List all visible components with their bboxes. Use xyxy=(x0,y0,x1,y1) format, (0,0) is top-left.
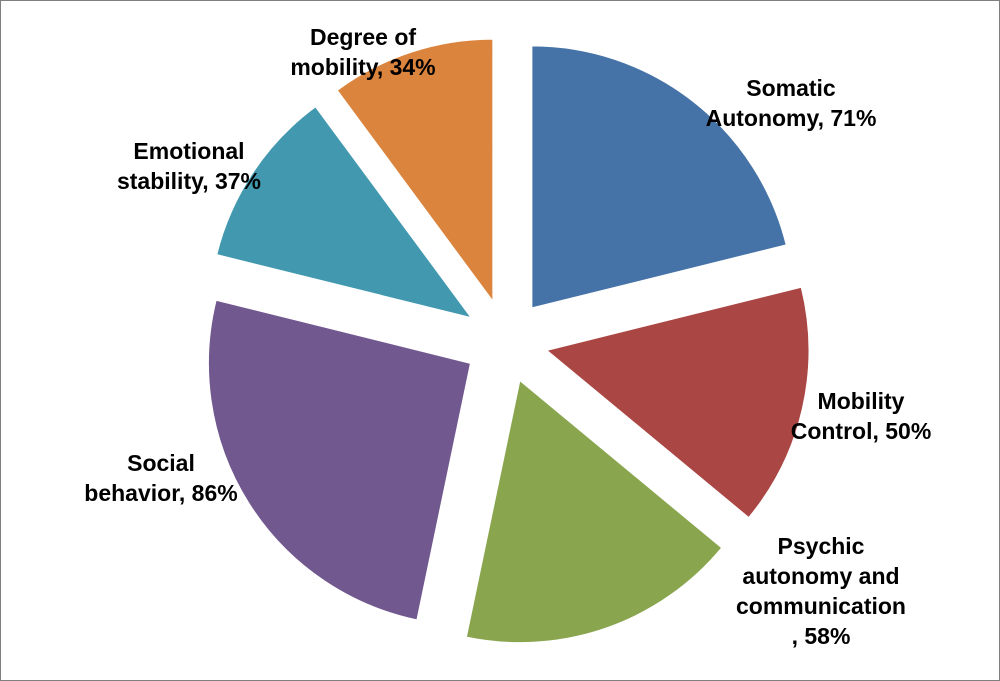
slice-label-line: behavior, 86% xyxy=(84,480,237,506)
slice-label: Psychic autonomy and communication , 58% xyxy=(736,533,906,649)
slice-label-line: Social xyxy=(127,450,195,476)
pie-slice-somatic-autonomy xyxy=(531,45,787,309)
pie-slice-degree-of-mobility xyxy=(336,38,494,303)
slice-label-line: Psychic xyxy=(778,533,865,559)
slice-label: Emotional stability, 37% xyxy=(117,138,261,194)
slice-label-line: autonomy and xyxy=(742,563,899,589)
slice-label-line: communication xyxy=(736,593,906,619)
slice-label-line: Emotional xyxy=(133,138,244,164)
slice-label-line: Control, 50% xyxy=(791,418,932,444)
slice-label-line: Mobility xyxy=(818,388,905,414)
slice-label-line: Autonomy, 71% xyxy=(706,105,877,131)
pie-slice-emotional-stability xyxy=(216,106,473,319)
slice-label-line: Degree of xyxy=(310,24,416,50)
pie-slice-mobility-control xyxy=(545,286,810,519)
slice-label-line: stability, 37% xyxy=(117,168,261,194)
slice-label: Social behavior, 86% xyxy=(84,450,237,506)
slice-label-line: Somatic xyxy=(746,75,836,101)
slice-label: Degree of mobility, 34% xyxy=(290,24,435,80)
pie-slice-social-behavior xyxy=(207,299,472,621)
pie-slices xyxy=(207,38,810,644)
slice-label-line: , 58% xyxy=(792,623,851,649)
pie-slice-psychic-autonomy-and-communication xyxy=(465,379,723,644)
slice-label-line: mobility, 34% xyxy=(290,54,435,80)
